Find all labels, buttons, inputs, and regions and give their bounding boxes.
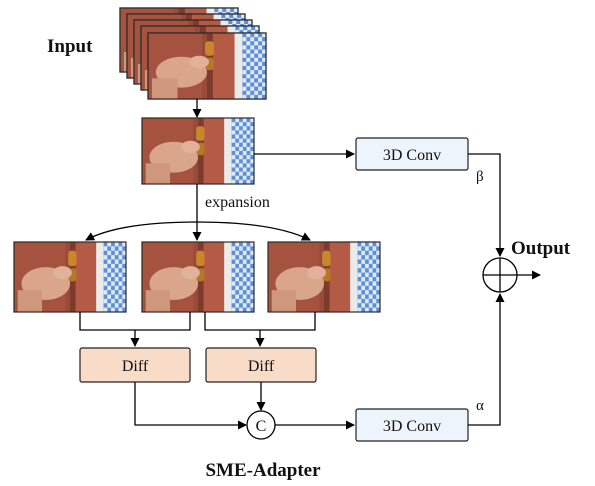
input-label: Input <box>47 36 93 57</box>
diff-block-right: Diff <box>205 347 317 383</box>
concat-label: C <box>256 418 267 435</box>
wire-frames-to-diff-right <box>204 312 316 331</box>
expanded-frame-2 <box>141 241 255 313</box>
input-frame-stack <box>119 7 267 100</box>
wire-top-conv-to-sum <box>468 153 505 257</box>
diff-right-label: Diff <box>248 358 275 375</box>
wire-diff-left-to-concat <box>134 382 247 430</box>
top-conv-block: 3D Conv <box>355 137 469 171</box>
alpha-label: α <box>476 398 484 414</box>
diff-left-label: Diff <box>122 358 149 375</box>
arrow-expansion-right <box>196 221 311 241</box>
wire-frames-to-diff-left <box>79 312 191 331</box>
sum-node <box>482 257 518 293</box>
bottom-conv-label: 3D Conv <box>383 418 441 435</box>
expanded-frame-1 <box>13 241 127 313</box>
top-conv-label: 3D Conv <box>383 147 441 164</box>
expansion-label: expansion <box>205 194 270 211</box>
wire-bottom-conv-to-sum <box>468 293 505 426</box>
bottom-conv-block: 3D Conv <box>355 408 469 442</box>
concat-node: C <box>246 410 276 440</box>
output-label: Output <box>511 238 571 259</box>
arrow-expansion-left <box>85 221 198 241</box>
single-frame <box>141 117 255 185</box>
expanded-frame-3 <box>267 241 381 313</box>
diagram-caption: SME-Adapter <box>205 460 321 481</box>
diff-block-left: Diff <box>79 347 191 383</box>
beta-label: β <box>476 169 484 185</box>
